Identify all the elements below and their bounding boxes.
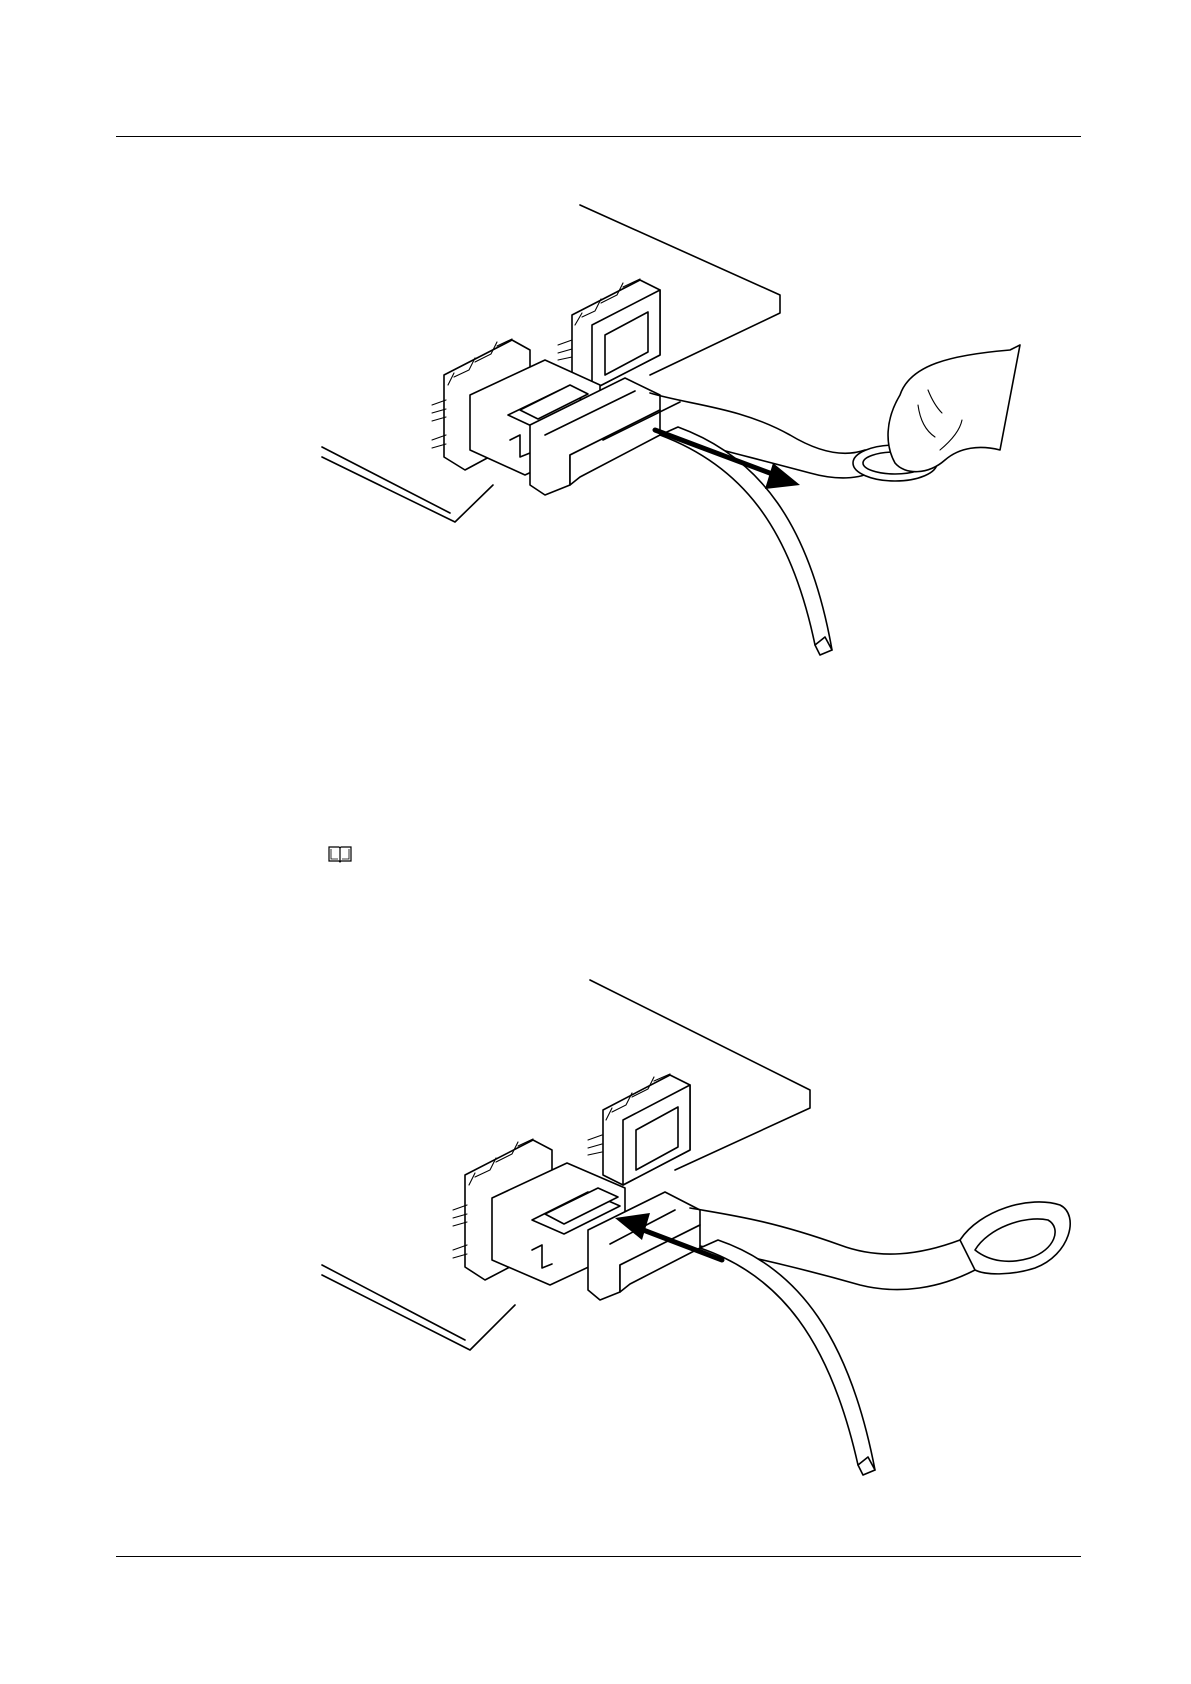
finger-icon [888,345,1020,472]
note-book-icon [327,844,353,864]
board-bottom-edge [322,1275,515,1350]
header-rule [116,136,1081,137]
fiber-connector-removal-illustration [320,195,1100,705]
fiber-connector-insertion-illustration [320,970,1100,1510]
footer-rule [116,1556,1081,1557]
